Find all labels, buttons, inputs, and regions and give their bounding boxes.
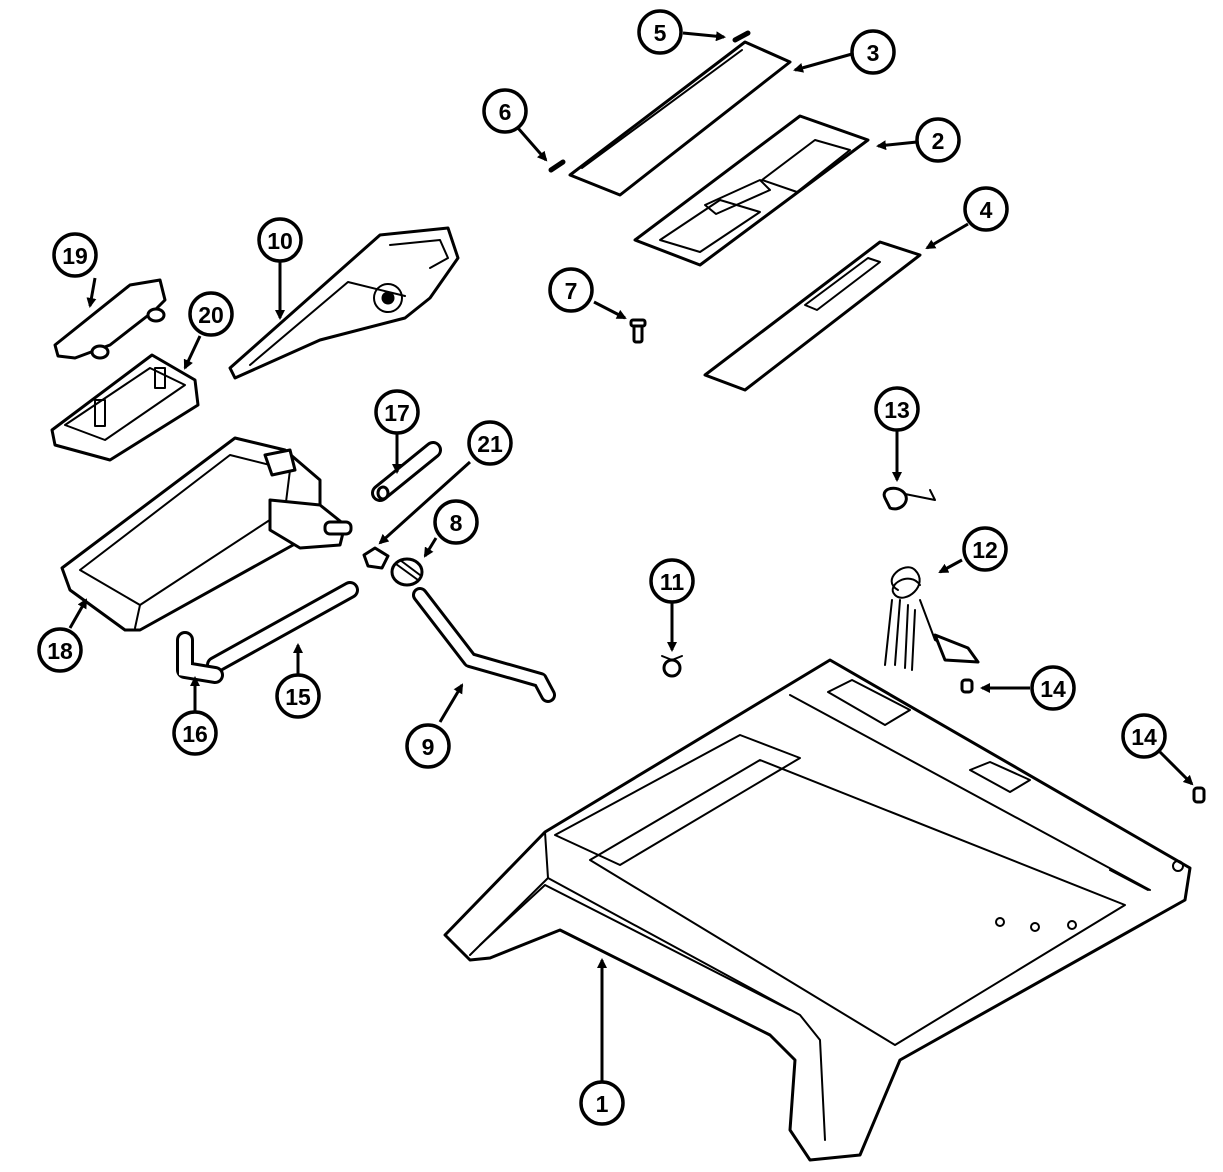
callout-20-label: 20 (198, 302, 224, 328)
part-13-clip (882, 486, 936, 511)
callout-13-label: 13 (884, 397, 910, 423)
callout-19: 19 (52, 232, 98, 278)
part-11-wing-nut (661, 655, 683, 678)
callout-1-label: 1 (596, 1091, 609, 1117)
callout-10: 10 (257, 217, 303, 263)
part-19-handle (53, 278, 167, 360)
callout-7: 7 (548, 267, 594, 313)
callout-17: 17 (374, 389, 420, 435)
callout-9: 9 (405, 723, 451, 769)
callout-14-b-label: 14 (1131, 724, 1157, 750)
callout-4: 4 (963, 186, 1009, 232)
callout-5-label: 5 (654, 20, 667, 46)
callout-21: 21 (467, 420, 513, 466)
callout-15-label: 15 (285, 684, 311, 710)
callout-3-label: 3 (867, 40, 880, 66)
callout-21-label: 21 (477, 431, 503, 457)
part-20-dispenser-cup (50, 353, 200, 462)
part-5-pin (732, 30, 751, 43)
callout-14-a: 14 (1030, 665, 1076, 711)
callout-13: 13 (874, 386, 920, 432)
callout-2-label: 2 (932, 128, 945, 154)
part-12-power-cord (884, 566, 980, 671)
leader-lines (68, 31, 1194, 1083)
part-10-dispenser-lid (228, 226, 460, 380)
callout-11-label: 11 (660, 569, 685, 595)
callout-16: 16 (172, 710, 218, 756)
callout-2: 2 (915, 117, 961, 163)
callout-1: 1 (579, 1080, 625, 1126)
callout-3: 3 (850, 29, 896, 75)
part-8-hose-clamp (390, 557, 424, 587)
callout-12: 12 (962, 526, 1008, 572)
callout-17-label: 17 (384, 400, 410, 426)
callout-19-label: 19 (62, 243, 88, 269)
callout-8-label: 8 (450, 510, 463, 536)
part-4-panel-gasket (703, 240, 922, 392)
callout-12-label: 12 (972, 537, 998, 563)
callout-15: 15 (275, 673, 321, 719)
callout-8: 8 (433, 499, 479, 545)
part-14-screw-a (960, 678, 974, 694)
callout-16-label: 16 (182, 721, 208, 747)
callout-20: 20 (188, 291, 234, 337)
part-18-dispenser-housing (60, 436, 353, 632)
callout-9-label: 9 (422, 734, 435, 760)
part-7-screw (629, 318, 647, 344)
part-17-tube (371, 441, 442, 502)
callout-18-label: 18 (47, 638, 73, 664)
callout-4-label: 4 (980, 197, 993, 223)
callout-14-a-label: 14 (1040, 676, 1066, 702)
part-14-screw-b (1192, 786, 1206, 804)
part-16-elbow (176, 631, 224, 684)
part-3-cover-lid (568, 40, 792, 197)
callout-5: 5 (637, 9, 683, 55)
callout-6: 6 (482, 88, 528, 134)
callout-18: 18 (37, 627, 83, 673)
part-9-hose (412, 587, 556, 703)
callout-10-label: 10 (267, 228, 293, 254)
callout-14-b: 14 (1121, 713, 1167, 759)
callout-11: 11 (649, 558, 695, 604)
part-1-top-panel (443, 658, 1192, 1162)
part-2-control-panel-overlay (633, 114, 870, 267)
callout-7-label: 7 (565, 278, 578, 304)
callout-6-label: 6 (499, 99, 512, 125)
part-21-fitting (362, 546, 390, 570)
part-15-channel (206, 581, 359, 674)
part-6-pin (548, 159, 566, 173)
